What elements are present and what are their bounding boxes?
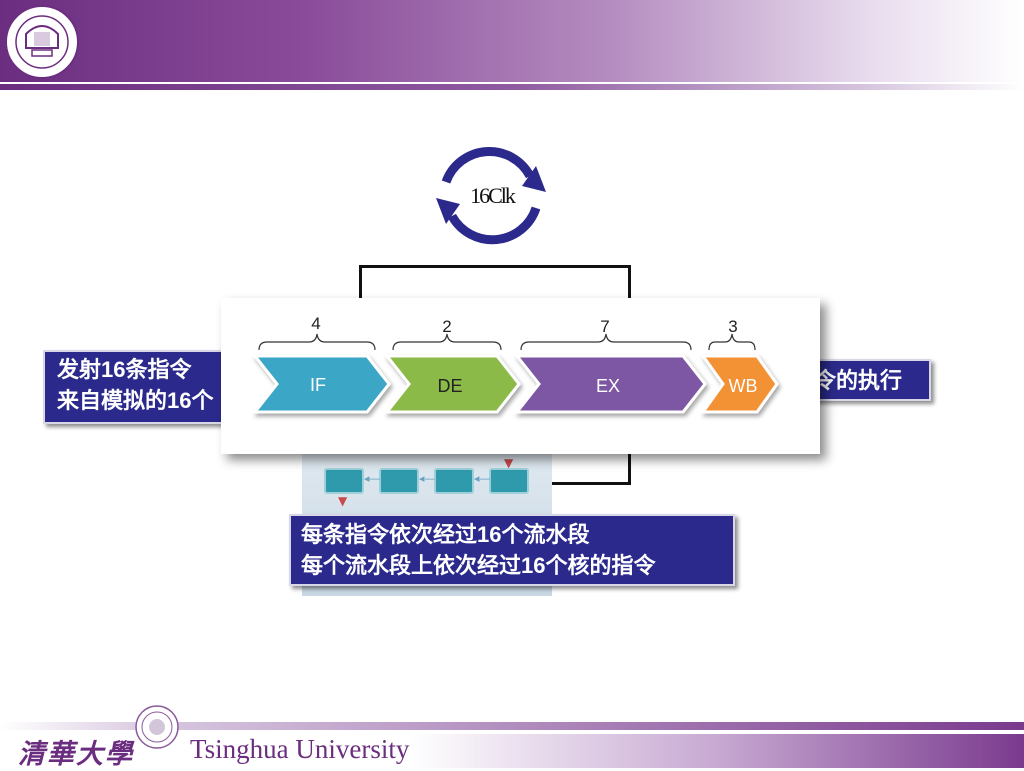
left-arrow-icon: ◂—: [474, 472, 491, 485]
stage-chevron-ex: [513, 354, 707, 414]
stage-chevron-if: [251, 354, 391, 414]
down-arrow-icon: ▼: [338, 494, 348, 508]
clock-cycle-icon: [436, 146, 546, 245]
header-bar: [0, 0, 1024, 82]
core-block: [489, 468, 529, 494]
clock-label: 16Clk: [470, 183, 516, 208]
issue-info-line1: 发射16条指令: [57, 357, 192, 382]
stage-brace: [392, 333, 502, 351]
issue-info-line2: 来自模拟的16个: [57, 388, 214, 413]
pipeline-info-line2: 每个流水段上依次经过16个核的指令: [301, 553, 656, 578]
stage-count-if: 4: [311, 314, 320, 333]
execution-info-text: 令的执行: [814, 368, 903, 393]
stage-label-if: IF: [310, 375, 326, 395]
header-divider: [0, 84, 1024, 90]
core-block: [379, 468, 419, 494]
stage-brace: [258, 333, 376, 351]
stage-count-ex: 7: [600, 317, 609, 336]
stage-chevron-de: [383, 354, 521, 414]
left-arrow-icon: ◂—: [419, 472, 436, 485]
pipeline-info-line1: 每条指令依次经过16个流水段: [301, 522, 590, 547]
stage-label-ex: EX: [596, 376, 620, 396]
stage-count-wb: 3: [728, 317, 737, 336]
stage-label-wb: WB: [729, 376, 758, 396]
footer-calligraphy: 清華大學: [18, 739, 134, 770]
footer-divider: [0, 722, 1024, 730]
core-block: [324, 468, 364, 494]
tsinghua-seal-icon: [5, 5, 79, 79]
stage-brace: [708, 333, 756, 351]
stage-count-de: 2: [442, 317, 451, 336]
tsinghua-seal-icon: [135, 705, 179, 749]
stage-label-de: DE: [437, 376, 462, 396]
down-arrow-icon: ▼: [504, 456, 514, 470]
core-block: [434, 468, 474, 494]
stage-brace: [520, 333, 692, 351]
footer-university-name: Tsinghua University: [190, 734, 410, 764]
issue-info-box: 发射16条指令 来自模拟的16个: [43, 350, 243, 424]
stage-chevron-wb: [700, 354, 779, 414]
pipeline-panel: 4 2 7 3 IF DE EX WB: [221, 298, 820, 454]
pipeline-info-box: 每条指令依次经过16个流水段 每个流水段上依次经过16个核的指令: [289, 514, 735, 586]
left-arrow-icon: ◂—: [364, 472, 381, 485]
